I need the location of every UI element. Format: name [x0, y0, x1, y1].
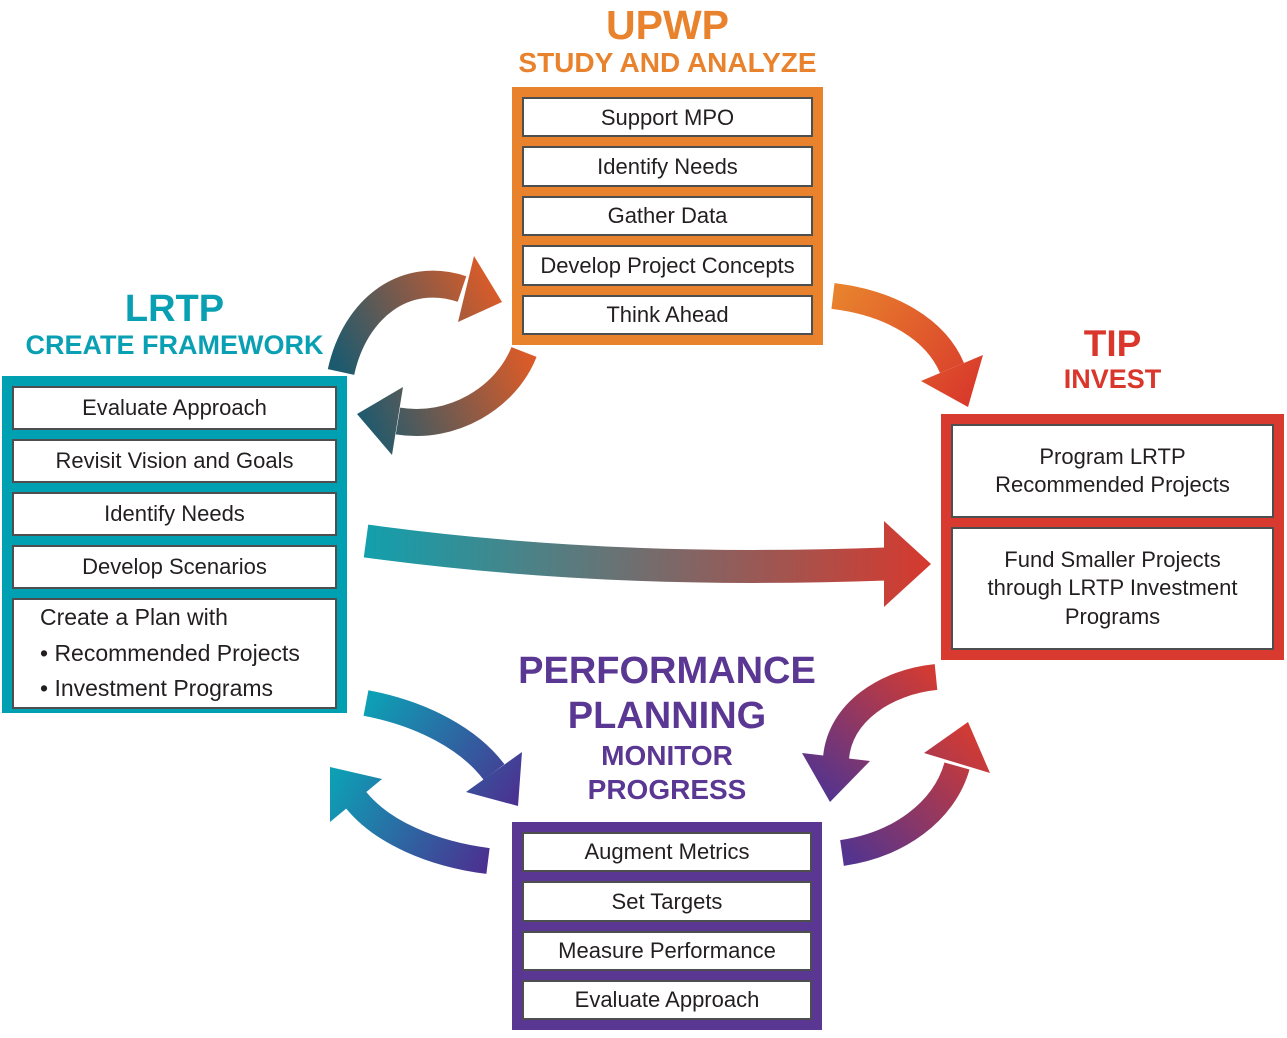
performance-item: Set Targets [522, 881, 812, 922]
lrtp-item: Identify Needs [12, 492, 337, 536]
performance-title-line: PERFORMANCE [518, 650, 816, 692]
tip-cell: Fund Smaller Projects through LRTP Inves… [951, 527, 1274, 650]
arrow-tip-to-performance [802, 664, 938, 802]
lrtp-panel: Evaluate Approach Revisit Vision and Goa… [2, 376, 347, 713]
lrtp-plan-bullet: • Investment Programs [40, 675, 274, 702]
lrtp-item: Develop Scenarios [12, 545, 337, 589]
performance-title-line: PLANNING [567, 694, 767, 737]
upwp-title: UPWP [606, 2, 729, 48]
lrtp-plan-intro: Create a Plan with [40, 604, 228, 630]
arrow-upwp-to-lrtp [357, 346, 537, 455]
tip-cell-line: through LRTP Investment [987, 575, 1238, 601]
upwp-title-block: UPWP STUDY AND ANALYZE [482, 3, 853, 79]
tip-title: TIP [1083, 323, 1142, 364]
performance-item: Evaluate Approach [522, 979, 812, 1020]
performance-item: Augment Metrics [522, 832, 812, 873]
tip-title-block: TIP INVEST [941, 324, 1284, 394]
lrtp-title-block: LRTP CREATE FRAMEWORK [2, 288, 347, 361]
tip-cell-line: Fund Smaller Projects [1004, 546, 1221, 572]
upwp-panel: Support MPO Identify Needs Gather Data D… [512, 87, 823, 345]
upwp-item: Think Ahead [522, 294, 813, 336]
performance-title-block: PERFORMANCE PLANNING MONITOR PROGRESS [487, 649, 847, 807]
lrtp-plan-cell: Create a Plan with • Recommended Project… [12, 598, 337, 709]
performance-subtitle-line: PROGRESS [587, 773, 747, 805]
arrow-lrtp-to-upwp [327, 256, 502, 376]
arrow-performance-to-tip [839, 722, 990, 866]
lrtp-title: LRTP [124, 288, 225, 330]
tip-cell-line: Program LRTP [1039, 443, 1186, 469]
lrtp-item: Evaluate Approach [12, 386, 337, 430]
arrow-lrtp-to-performance [363, 690, 522, 806]
upwp-subtitle: STUDY AND ANALYZE [518, 47, 817, 79]
lrtp-subtitle: CREATE FRAMEWORK [25, 330, 324, 361]
arrow-performance-to-lrtp [330, 767, 490, 874]
lrtp-plan-bullet: • Recommended Projects [40, 639, 300, 666]
tip-subtitle: INVEST [1063, 363, 1162, 394]
performance-item: Measure Performance [522, 930, 812, 971]
performance-panel: Augment Metrics Set Targets Measure Perf… [512, 822, 822, 1030]
tip-panel: Program LRTP Recommended Projects Fund S… [941, 414, 1284, 660]
arrow-upwp-to-tip [831, 283, 983, 407]
upwp-item: Identify Needs [522, 146, 813, 187]
arrow-lrtp-to-tip [363, 521, 931, 607]
upwp-item: Develop Project Concepts [522, 245, 813, 286]
tip-cell-line: Recommended Projects [995, 472, 1230, 498]
tip-cell-line: Programs [1064, 603, 1161, 629]
lrtp-item: Revisit Vision and Goals [12, 439, 337, 483]
performance-subtitle-line: MONITOR [601, 739, 733, 771]
upwp-item: Gather Data [522, 195, 813, 237]
tip-cell: Program LRTP Recommended Projects [951, 424, 1274, 519]
upwp-item: Support MPO [522, 97, 813, 138]
